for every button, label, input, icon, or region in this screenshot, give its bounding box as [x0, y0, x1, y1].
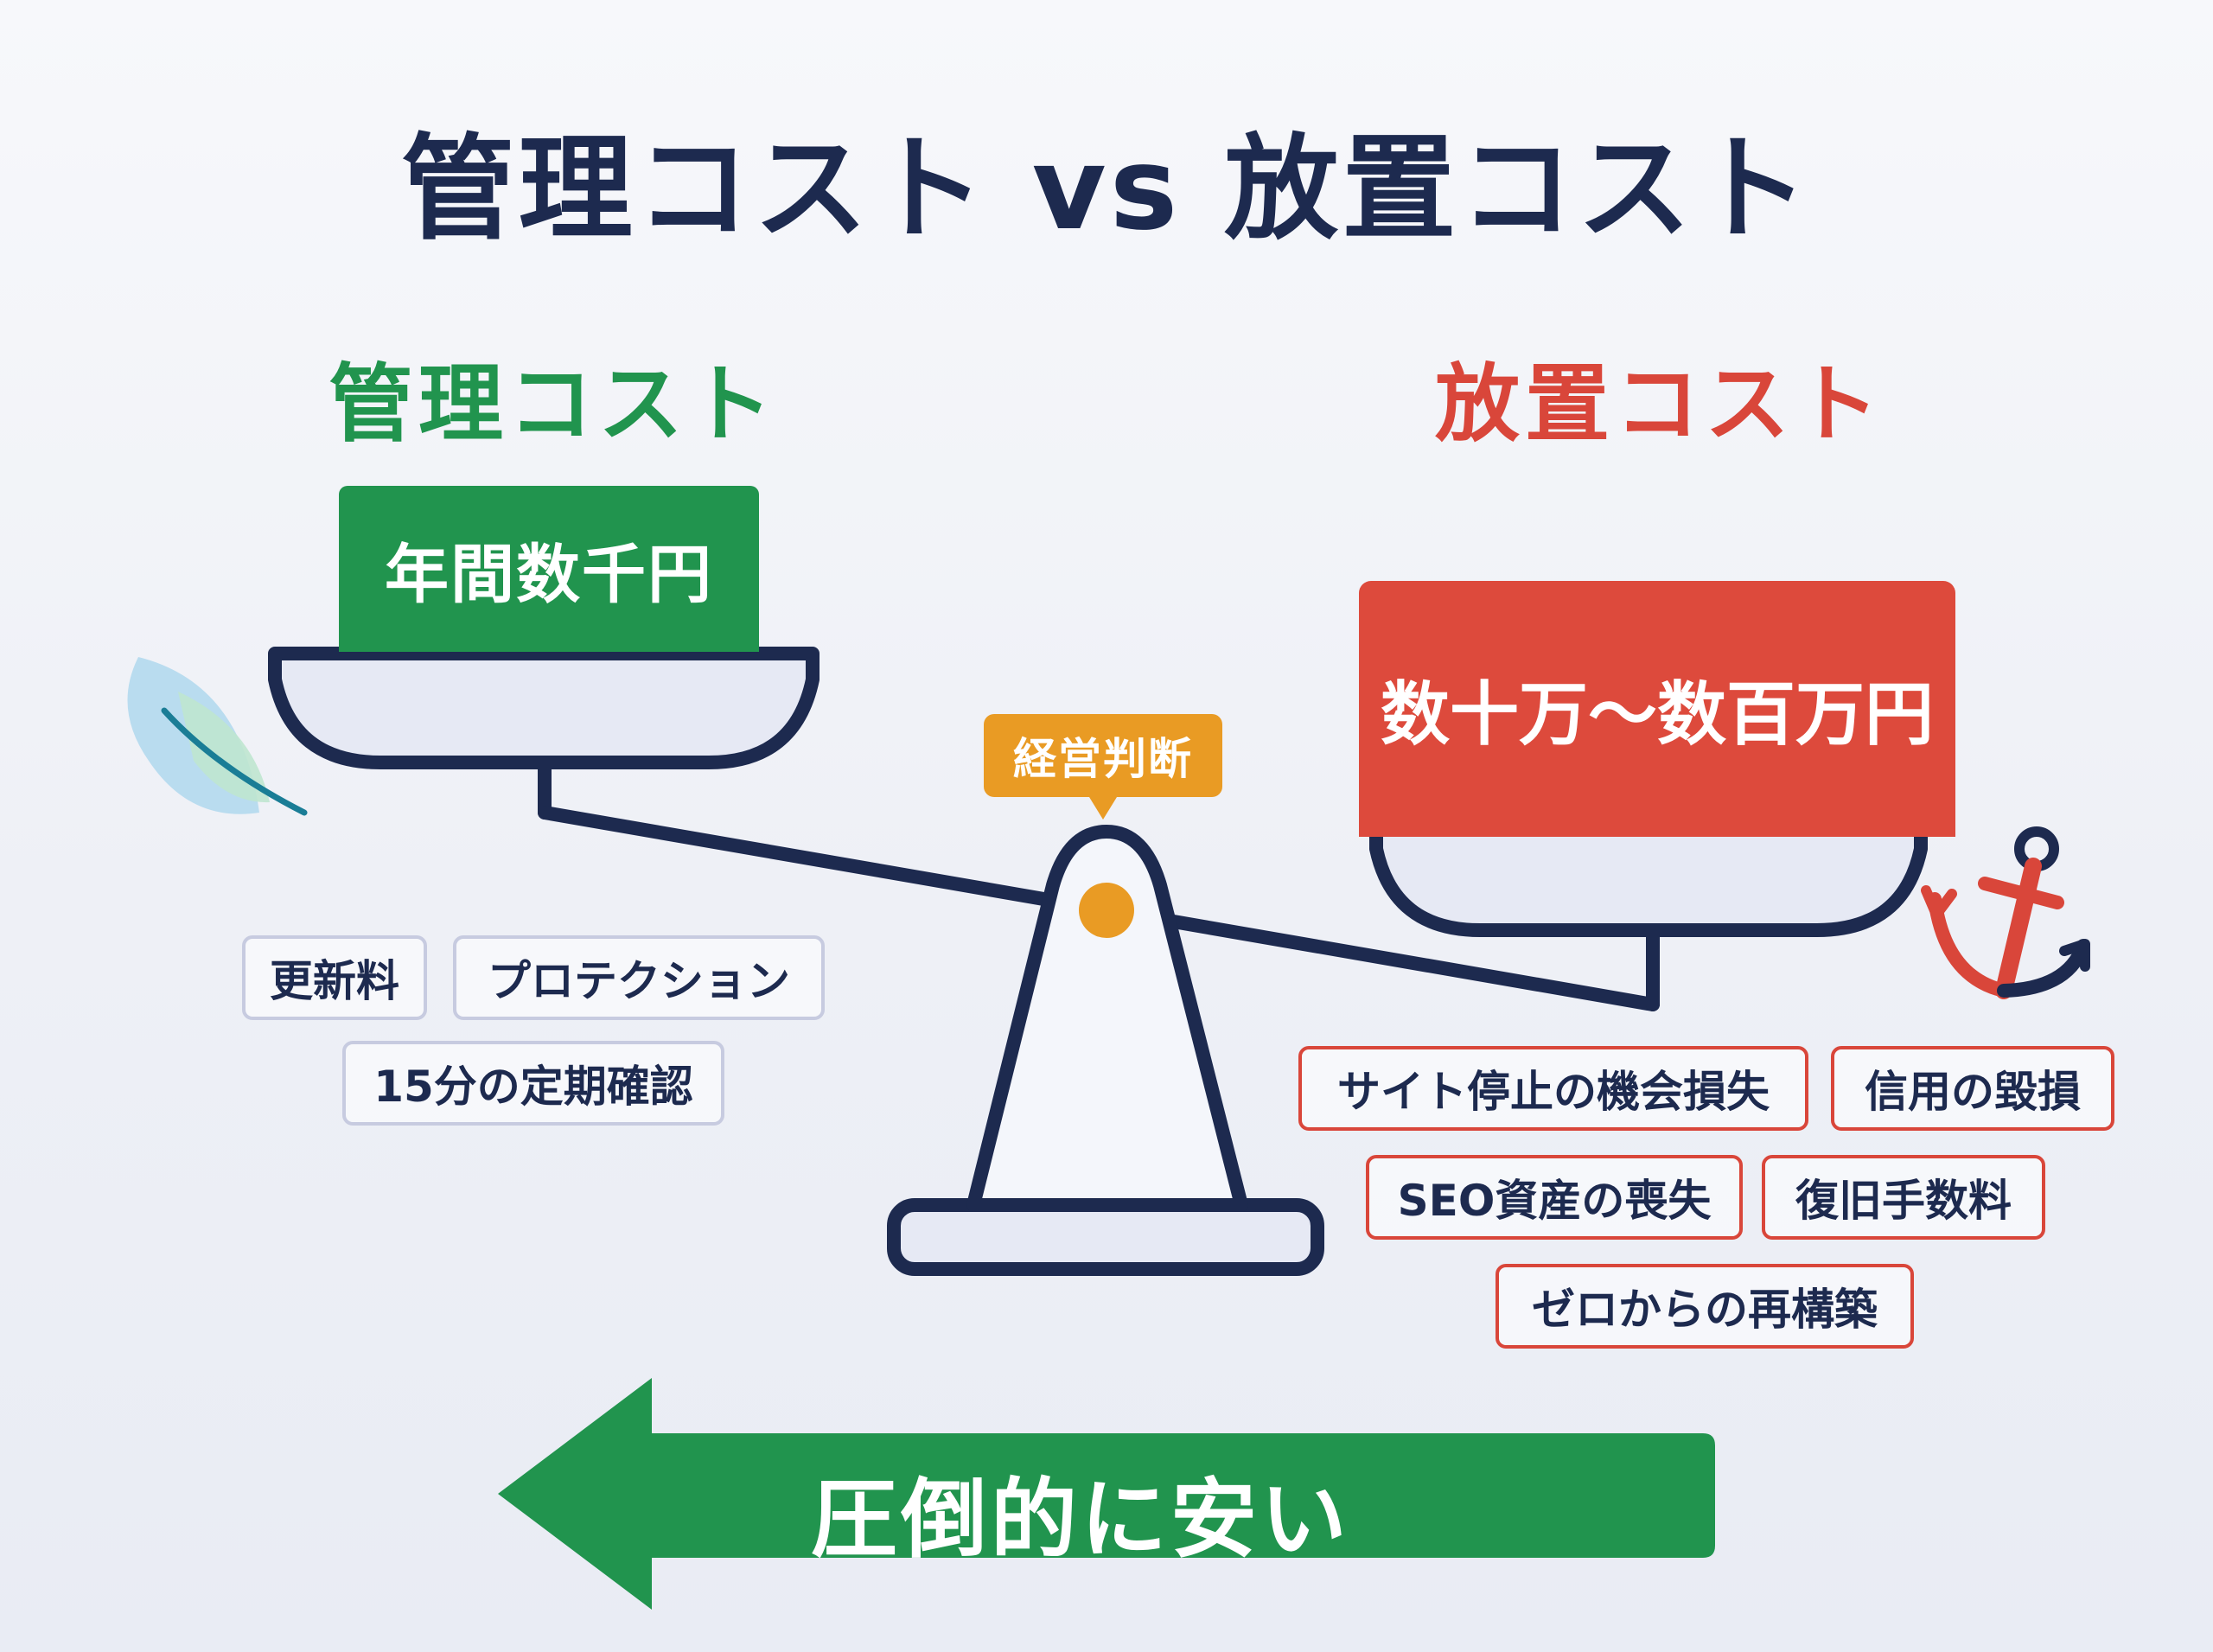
- right-pan: [1369, 816, 1928, 937]
- left-pan: [268, 647, 820, 769]
- cheaper-arrow: [498, 1378, 1715, 1610]
- neglect-cost-box: 数十万～数百万円: [1359, 581, 1955, 837]
- item-label: プロテクション: [488, 956, 790, 1006]
- judgment-tag-label: 経営判断: [1013, 734, 1193, 784]
- neglect-item-recovery-fee: 復旧手数料: [1762, 1155, 2045, 1240]
- item-label: ゼロからの再構築: [1532, 1285, 1878, 1335]
- feather-icon: [127, 657, 308, 816]
- neglect-cost-heading: 放置コスト: [1434, 355, 1885, 454]
- cheaper-arrow-label: 圧倒的に安い: [811, 1469, 1350, 1570]
- item-label: サイト停止の機会損失: [1337, 1067, 1770, 1117]
- management-item-protection: プロテクション: [453, 935, 825, 1020]
- management-cost-amount: 年間数千円: [385, 537, 713, 612]
- neglect-item-credibility-damage: 信用の毀損: [1831, 1046, 2114, 1131]
- main-title: 管理コスト vs 放置コスト: [400, 123, 1813, 256]
- management-cost-box: 年間数千円: [339, 486, 759, 652]
- management-cost-heading: 管理コスト: [328, 355, 778, 454]
- item-label: 信用の毀損: [1865, 1067, 2081, 1117]
- item-label: 復旧手数料: [1795, 1176, 2012, 1226]
- neglect-item-seo-asset-loss: SEO資産の喪失: [1366, 1155, 1743, 1240]
- fulcrum-post: [966, 825, 1248, 1212]
- anchor-icon: [1921, 826, 2090, 999]
- fulcrum-base: [887, 1198, 1324, 1276]
- item-label: 更新料: [270, 956, 399, 1006]
- management-item-renewal-fee: 更新料: [242, 935, 427, 1020]
- item-label: 15分の定期確認: [373, 1062, 693, 1112]
- neglect-cost-amount: 数十万～数百万円: [1381, 674, 1934, 755]
- neglect-item-rebuild-from-zero: ゼロからの再構築: [1496, 1264, 1914, 1349]
- item-label: SEO資産の喪失: [1397, 1176, 1712, 1226]
- pivot-dot: [1079, 883, 1134, 938]
- management-judgment-tag: 経営判断: [984, 714, 1222, 820]
- neglect-item-opportunity-loss: サイト停止の機会損失: [1298, 1046, 1808, 1131]
- management-item-periodic-check: 15分の定期確認: [342, 1041, 724, 1126]
